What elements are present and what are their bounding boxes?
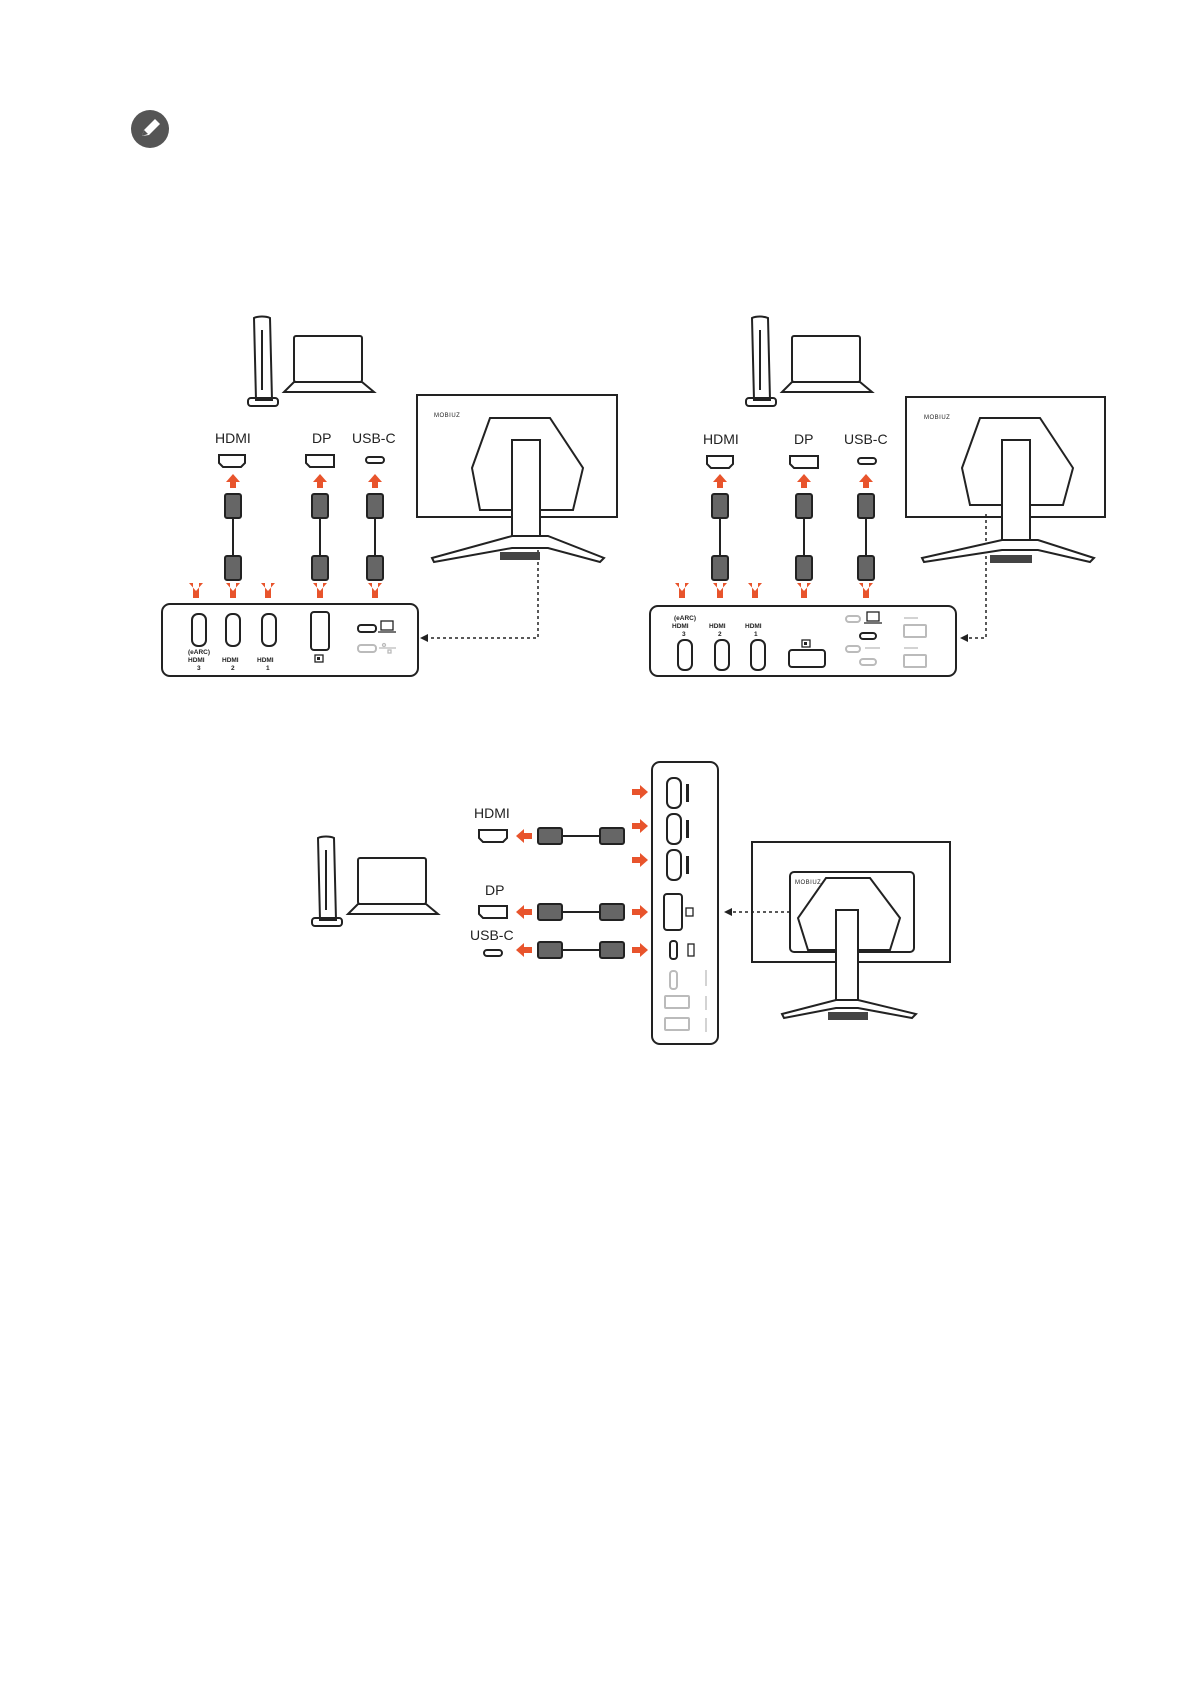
right-arrow-icon	[632, 785, 648, 957]
dp-label: DP	[794, 431, 813, 447]
port-panel	[652, 762, 718, 1044]
left-arrow-icon	[516, 829, 532, 957]
monitor-rear-icon	[417, 395, 617, 562]
dp-connector-icon	[790, 456, 818, 468]
hdmi2-label: HDMI	[709, 623, 726, 630]
usbc-label: USB-C	[470, 927, 514, 943]
port-panel: (eARC) HDMI 3 HDMI 2 HDMI 1	[650, 606, 956, 676]
up-arrow-icon	[713, 474, 873, 488]
port-panel: (eARC) HDMI 3 HDMI 2 HDMI 1	[162, 604, 418, 676]
hdmi3-number: 3	[682, 631, 686, 638]
cable-icon	[225, 494, 383, 580]
hdmi-connector-icon	[219, 455, 245, 467]
dp-label: DP	[485, 882, 504, 898]
hdmi-label-rotated-icon	[686, 784, 689, 874]
up-arrow-icon	[226, 474, 382, 488]
diagram-c: HDMI DP USB-C	[312, 762, 950, 1044]
game-console-icon	[746, 317, 776, 407]
cable-icon	[712, 494, 874, 580]
left-arrow-icon	[724, 908, 732, 916]
monitor-logo: MOBIUZ	[924, 415, 950, 421]
monitor-rear-icon	[906, 397, 1105, 563]
laptop-icon	[782, 336, 872, 392]
left-arrow-icon	[420, 634, 428, 642]
earc-label: (eARC)	[188, 649, 210, 656]
laptop-icon	[284, 336, 374, 392]
down-arrow-icon	[675, 583, 873, 598]
hdmi1-label: HDMI	[745, 623, 762, 630]
monitor-logo: MOBIUZ	[434, 413, 460, 419]
down-arrow-icon	[189, 583, 382, 598]
usbc-connector-icon	[858, 458, 876, 464]
hdmi1-number: 1	[754, 631, 758, 638]
hdmi-label: HDMI	[703, 431, 739, 447]
monitor-logo: MOBIUZ	[795, 880, 821, 886]
game-console-icon	[248, 317, 278, 407]
pencil-icon	[131, 110, 169, 148]
hdmi-connector-icon	[707, 456, 733, 468]
hdmi3-label: HDMI	[672, 623, 689, 630]
usbc-connector-icon	[366, 457, 384, 463]
cable-icon	[538, 828, 624, 958]
dp-connector-icon	[479, 906, 507, 918]
hdmi-label: HDMI	[215, 430, 251, 446]
left-arrow-icon	[960, 634, 968, 642]
game-console-icon	[312, 837, 342, 927]
earc-label: (eARC)	[674, 615, 696, 622]
hdmi-label: HDMI	[474, 805, 510, 821]
dashed-pointer	[968, 514, 986, 638]
hdmi1-label: HDMI	[257, 657, 274, 664]
hdmi3-label: HDMI	[188, 657, 205, 664]
diagram-b: HDMI DP USB-C	[650, 317, 1105, 677]
hdmi-connector-icon	[479, 830, 507, 842]
diagram-a: HDMI DP USB-C	[162, 317, 617, 677]
dp-connector-icon	[306, 455, 334, 467]
hdmi3-number: 3	[197, 665, 201, 672]
dp-label: DP	[312, 430, 331, 446]
hdmi2-number: 2	[718, 631, 722, 638]
hdmi2-label: HDMI	[222, 657, 239, 664]
laptop-icon	[348, 858, 438, 914]
hdmi2-number: 2	[231, 665, 235, 672]
usbc-label: USB-C	[352, 430, 396, 446]
usbc-connector-icon	[484, 950, 502, 956]
hdmi1-number: 1	[266, 665, 270, 672]
monitor-rear-icon	[752, 842, 950, 1020]
usbc-label: USB-C	[844, 431, 888, 447]
